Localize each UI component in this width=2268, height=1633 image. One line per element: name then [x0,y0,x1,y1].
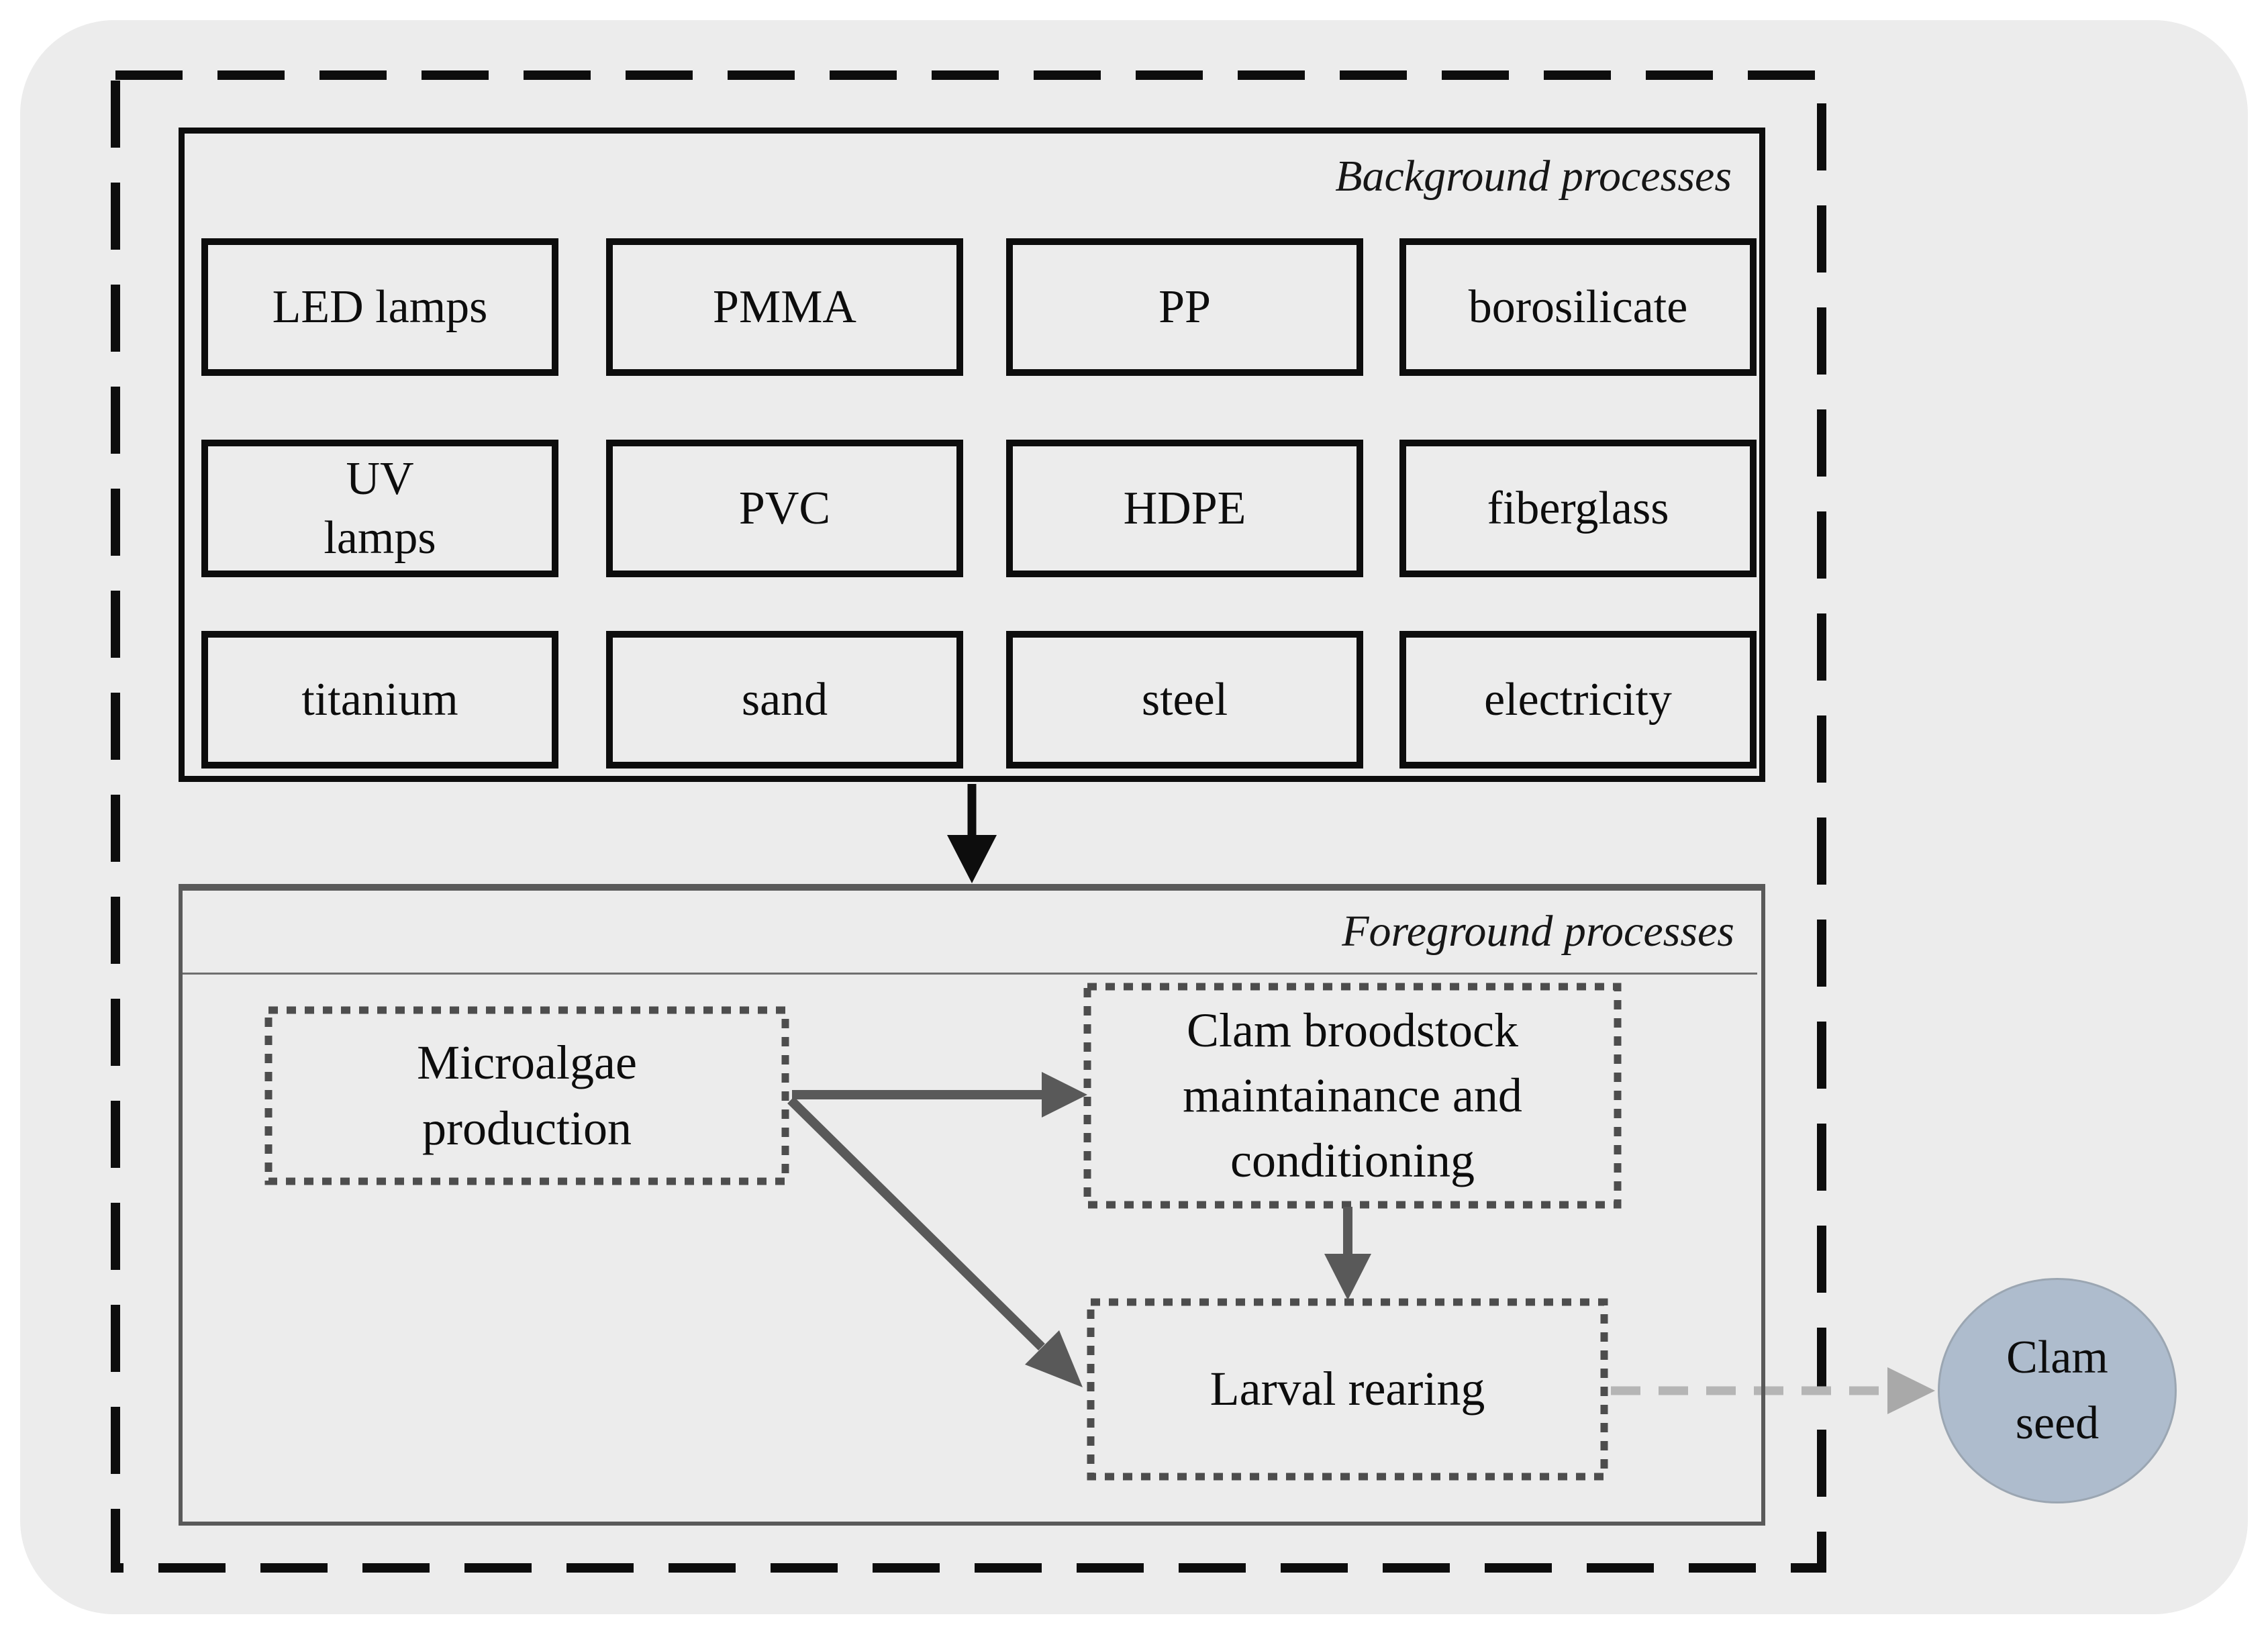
process-box-hdpe: HDPE [1006,440,1363,577]
process-box-pmma: PMMA [606,238,963,376]
clam-broodstock-node: Clam broodstock maintainance and conditi… [1183,1003,1522,1188]
process-box-electricity: electricity [1399,631,1757,769]
microalgae-production-node: Microalgae production [417,1036,637,1155]
process-box-pp: PP [1006,238,1363,376]
process-box-pvc: PVC [606,440,963,577]
foreground-processes-box [179,884,1765,1526]
process-box-steel: steel [1006,631,1363,769]
background-processes-title: Background processes [1335,152,1732,201]
background-processes-box [179,128,1765,782]
process-box-sand: sand [606,631,963,769]
process-box-titanium: titanium [201,631,558,769]
foreground-processes-title: Foreground processes [183,891,1757,975]
process-box-led-lamps: LED lamps [201,238,558,376]
larval-rearing-node: Larval rearing [1210,1362,1485,1416]
process-box-fiberglass: fiberglass [1399,440,1757,577]
process-box-uv-lamps: UV lamps [201,440,558,577]
process-box-borosilicate: borosilicate [1399,238,1757,376]
clam-seed-output-node: Clam seed [1938,1278,2177,1503]
